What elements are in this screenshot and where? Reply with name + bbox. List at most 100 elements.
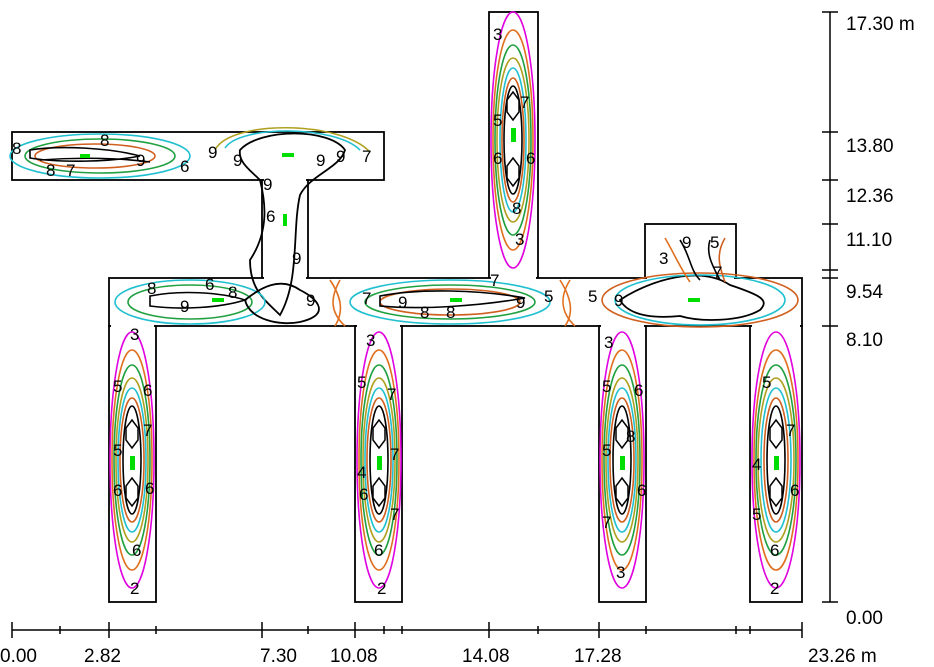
contour-label: 5 bbox=[602, 377, 611, 396]
contour-label: 7 bbox=[490, 271, 499, 290]
contour-label: 9 bbox=[263, 175, 272, 194]
contour-label: 7 bbox=[390, 445, 399, 464]
contour-label: 7 bbox=[143, 421, 152, 440]
contour-label: 6 bbox=[790, 481, 799, 500]
contour-label: 9 bbox=[292, 249, 301, 268]
contours-leg-cores bbox=[125, 90, 783, 508]
contour-label: 4 bbox=[752, 455, 761, 474]
x-tick-label: 7.30 bbox=[260, 646, 297, 667]
contour-label: 6 bbox=[493, 149, 502, 168]
contour-label: 5 bbox=[544, 287, 553, 306]
contour-label: 5 bbox=[602, 441, 611, 460]
contour-label: 6 bbox=[132, 541, 141, 560]
contour-label: 8 bbox=[147, 279, 156, 298]
contour-label: 3 bbox=[659, 249, 668, 268]
contour-label: 6 bbox=[205, 275, 214, 294]
y-tick-label: 12.36 bbox=[846, 186, 894, 207]
peak-markers bbox=[80, 128, 779, 470]
x-tick-label: 14.08 bbox=[462, 646, 510, 667]
contour-label: 7 bbox=[362, 147, 371, 166]
contour-label: 9 bbox=[398, 293, 407, 312]
contour-label: 9 bbox=[682, 233, 691, 252]
peak-marker bbox=[511, 128, 516, 142]
contour-label: 6 bbox=[637, 481, 646, 500]
x-axis bbox=[11, 622, 803, 638]
contour-label: 9 bbox=[614, 291, 623, 310]
contour-label: 8 bbox=[420, 303, 429, 322]
contour-label: 8 bbox=[626, 427, 635, 446]
peak-marker bbox=[282, 153, 294, 157]
contour-label: 6 bbox=[113, 481, 122, 500]
contours-legs bbox=[109, 11, 801, 589]
y-axis-labels: 17.30 m 13.80 12.36 11.10 9.54 8.10 0.00 bbox=[846, 14, 915, 629]
contour-label: 7 bbox=[602, 513, 611, 532]
contour-label: 8 bbox=[228, 283, 237, 302]
contour-label: 5 bbox=[493, 111, 502, 130]
y-tick-label: 13.80 bbox=[846, 136, 894, 157]
contour-label: 3 bbox=[515, 230, 524, 249]
peak-marker bbox=[212, 298, 224, 302]
y-tick-label: 11.10 bbox=[846, 230, 892, 251]
peak-marker bbox=[80, 154, 90, 158]
peak-marker bbox=[377, 456, 382, 470]
peak-marker bbox=[620, 456, 625, 470]
contours-horizontal bbox=[9, 126, 799, 328]
contour-label: 5 bbox=[113, 441, 122, 460]
contour-label: 5 bbox=[113, 377, 122, 396]
contour-label: 8 bbox=[46, 161, 55, 180]
contour-label: 5 bbox=[762, 373, 771, 392]
contour-label: 3 bbox=[366, 331, 375, 350]
contour-label: 6 bbox=[143, 381, 152, 400]
x-tick-label: 0.00 bbox=[0, 646, 37, 667]
contour-label: 5 bbox=[752, 505, 761, 524]
y-tick-label: 9.54 bbox=[846, 282, 883, 303]
contour-label: 3 bbox=[130, 325, 139, 344]
contour-label: 8 bbox=[512, 199, 521, 218]
contour-label: 5 bbox=[588, 287, 597, 306]
contour-label: 9 bbox=[316, 151, 325, 170]
contour-level-labels: 2 2 2 3 3 3 3 3 3 3 4 4 5 5 5 5 5 5 5 5 … bbox=[12, 25, 799, 598]
y-tick-label: 0.00 bbox=[846, 608, 883, 629]
contour-label: 6 bbox=[770, 541, 779, 560]
contour-label: 6 bbox=[374, 541, 383, 560]
contour-label: 6 bbox=[634, 381, 643, 400]
contour-label: 3 bbox=[604, 333, 613, 352]
peak-marker bbox=[450, 298, 462, 302]
contour-label: 9 bbox=[516, 293, 525, 312]
contour-label: 7 bbox=[390, 505, 399, 524]
contour-label: 9 bbox=[233, 151, 242, 170]
contour-label: 9 bbox=[208, 143, 217, 162]
contour-label: 8 bbox=[12, 139, 21, 158]
contour-label: 7 bbox=[66, 161, 75, 180]
contour-label: 6 bbox=[266, 207, 275, 226]
contour-label: 6 bbox=[359, 485, 368, 504]
x-tick-label: 2.82 bbox=[84, 646, 121, 667]
y-tick-label: 17.30 m bbox=[846, 14, 915, 35]
x-tick-label: 23.26 m bbox=[808, 646, 877, 667]
contour-label: 8 bbox=[446, 303, 455, 322]
contour-label: 6 bbox=[180, 157, 189, 176]
contour-label: 9 bbox=[306, 291, 315, 310]
contour-label: 9 bbox=[136, 151, 145, 170]
contour-label: 3 bbox=[616, 563, 625, 582]
contour-label: 2 bbox=[130, 579, 139, 598]
x-tick-label: 10.08 bbox=[330, 646, 378, 667]
contour-label: 6 bbox=[526, 149, 535, 168]
peak-marker bbox=[130, 456, 135, 470]
y-axis bbox=[822, 11, 838, 603]
contour-label: 5 bbox=[710, 233, 719, 252]
contour-label: 5 bbox=[357, 373, 366, 392]
contour-label: 9 bbox=[336, 147, 345, 166]
contour-label: 6 bbox=[145, 479, 154, 498]
contour-label: 9 bbox=[180, 297, 189, 316]
contour-label: 3 bbox=[493, 25, 502, 44]
contour-label: 7 bbox=[786, 421, 795, 440]
peak-marker bbox=[688, 298, 700, 302]
contour-label: 4 bbox=[357, 463, 366, 482]
contour-label: 8 bbox=[100, 131, 109, 150]
y-tick-label: 8.10 bbox=[846, 330, 883, 351]
contour-label: 7 bbox=[362, 289, 371, 308]
x-tick-label: 17.28 bbox=[574, 646, 622, 667]
contour-label: 2 bbox=[770, 579, 779, 598]
contour-label: 7 bbox=[713, 263, 722, 282]
